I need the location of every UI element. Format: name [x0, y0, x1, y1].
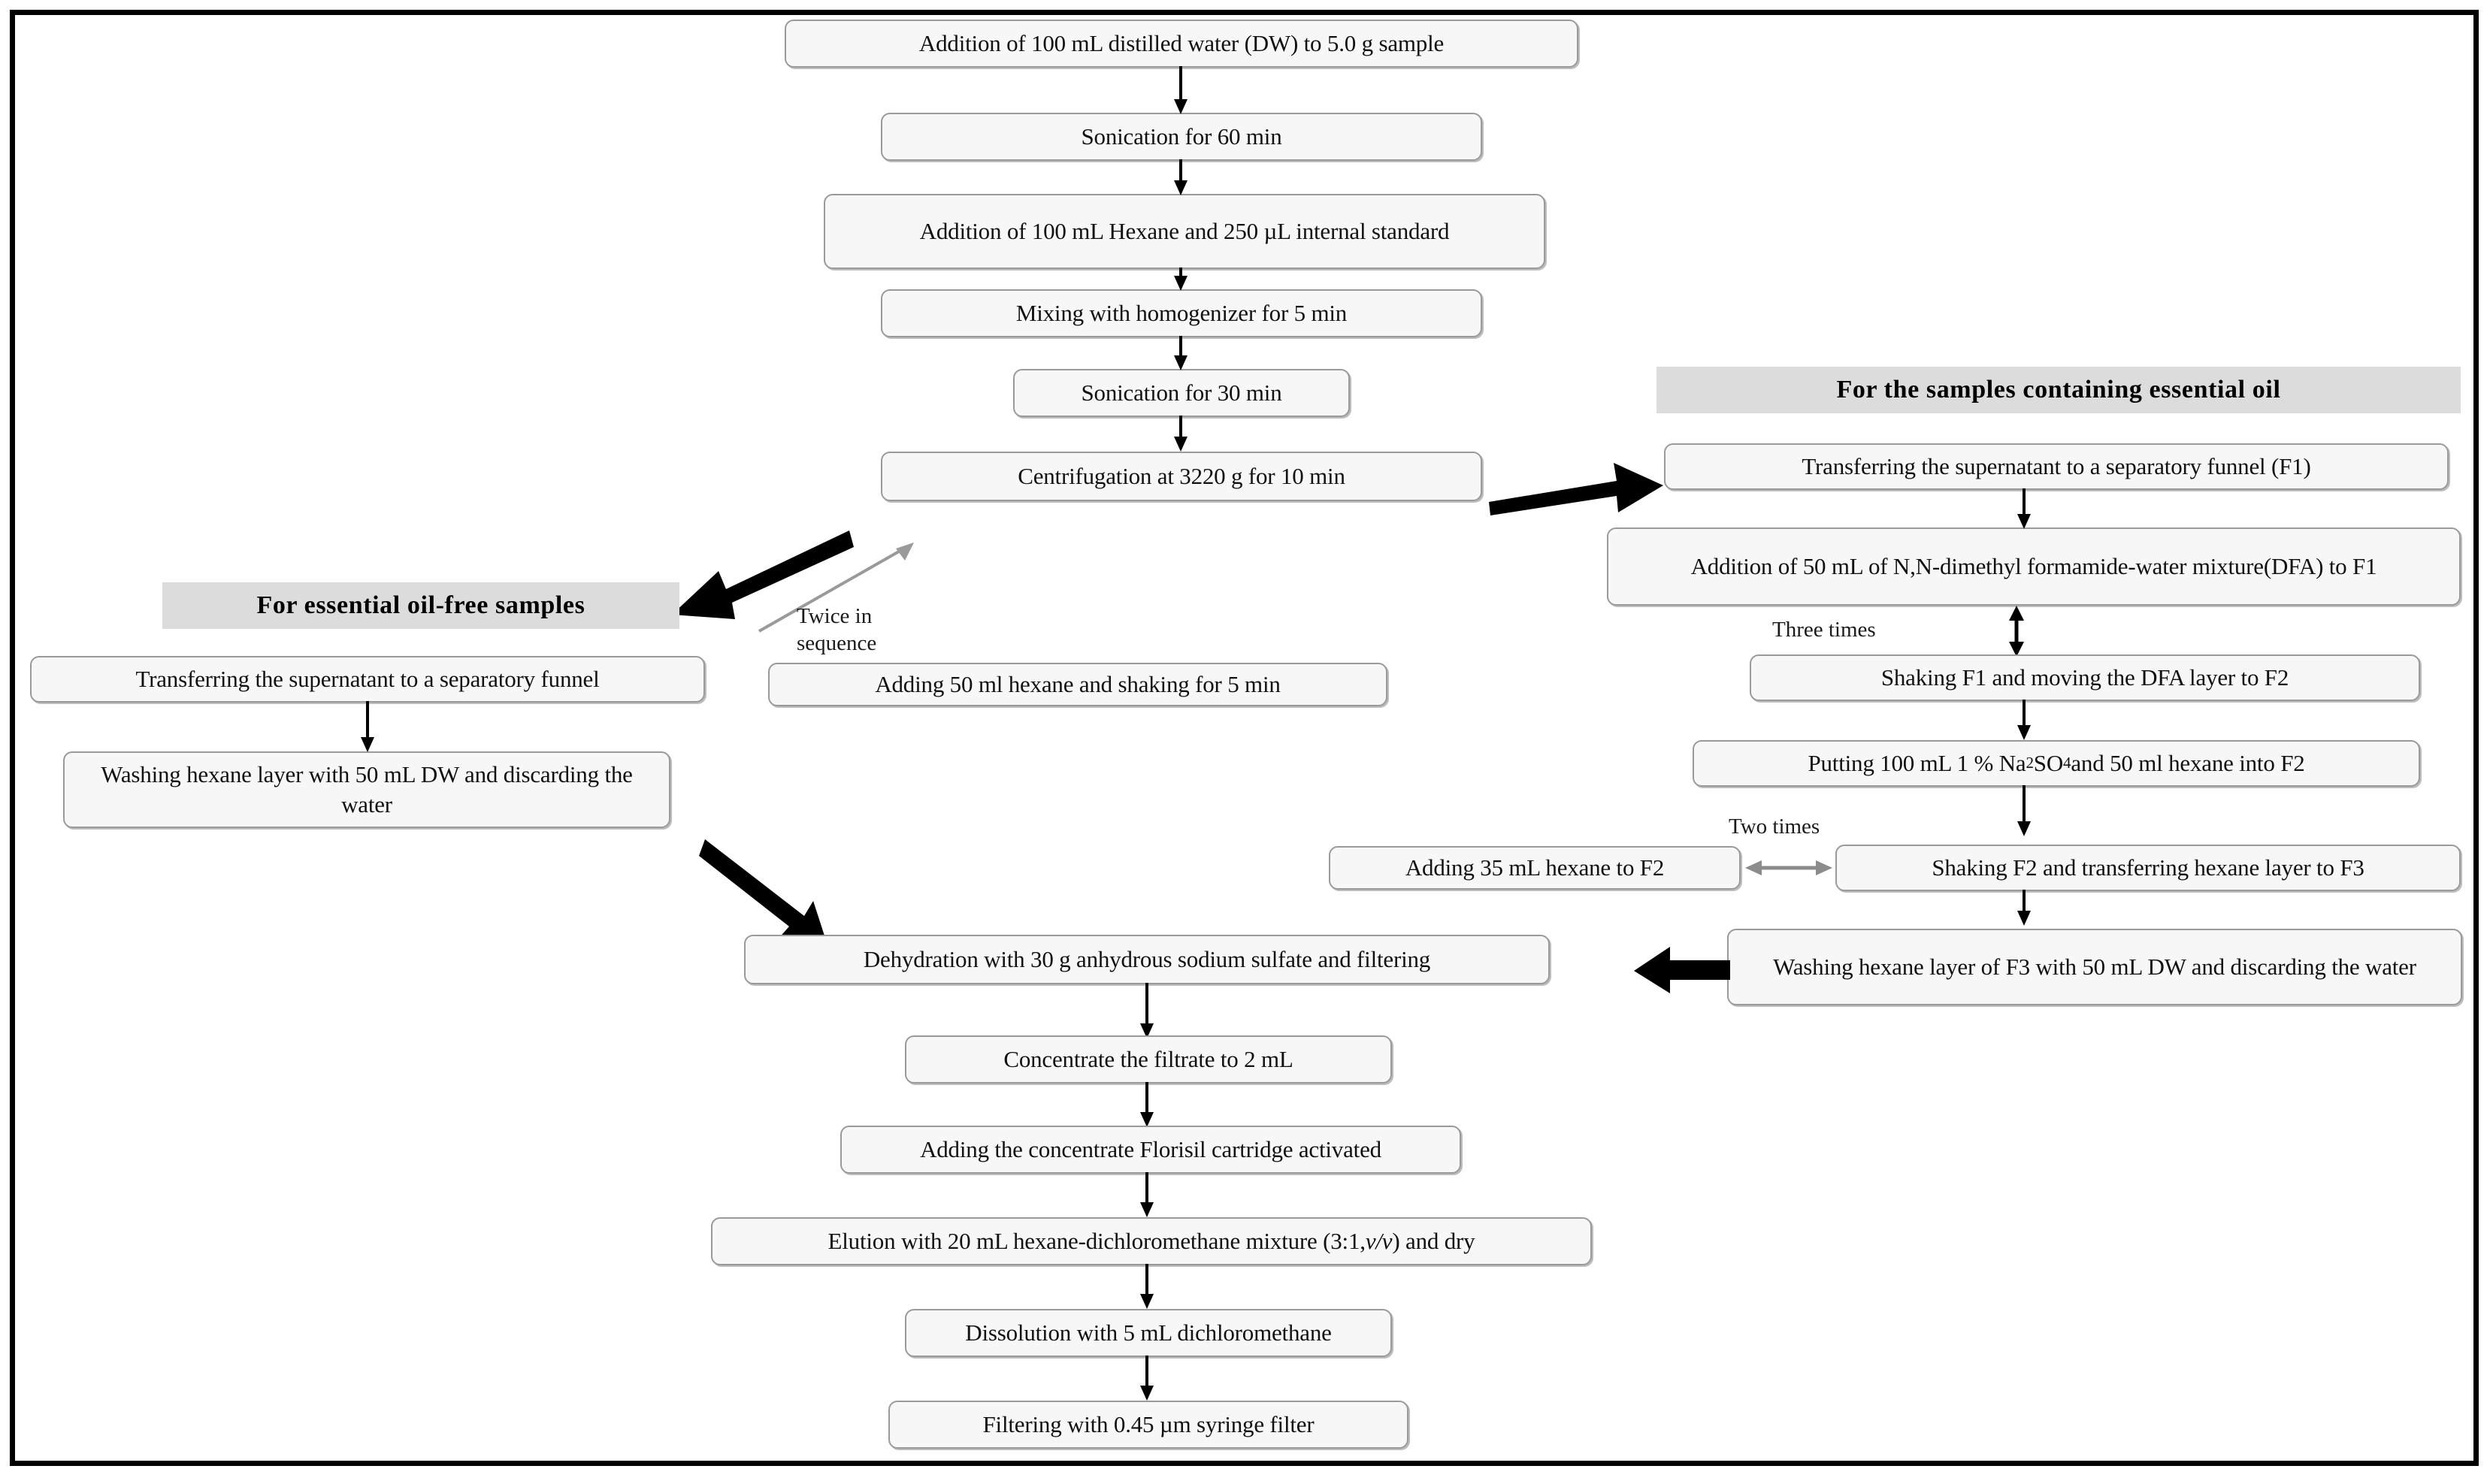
- step-transfer-f1: Transferring the supernatant to a separa…: [1664, 443, 2449, 490]
- arrow-elution-to-dissolution: [1137, 1264, 1157, 1310]
- thick-arrow-left-to-dehydration: [699, 823, 872, 973]
- step-wash-hexane: Washing hexane layer with 50 mL DW and d…: [63, 751, 670, 828]
- step-dehydration: Dehydration with 30 g anhydrous sodium s…: [744, 935, 1550, 984]
- step-add-hexane-shake: Adding 50 ml hexane and shaking for 5 mi…: [768, 663, 1387, 706]
- label-three-times: Three times: [1772, 618, 1876, 642]
- arrow-transfer-to-wash: [358, 701, 377, 754]
- loopback-line-twice-in-sequence: [737, 541, 924, 639]
- step-wash-f3: Washing hexane layer of F3 with 50 mL DW…: [1727, 929, 2462, 1005]
- step-florisil: Adding the concentrate Florisil cartridg…: [840, 1126, 1461, 1174]
- step-filtering: Filtering with 0.45 µm syringe filter: [888, 1401, 1408, 1449]
- step-homogenizer: Mixing with homogenizer for 5 min: [881, 289, 1482, 337]
- double-arrow-three-times: [2005, 606, 2028, 657]
- step-elution: Elution with 20 mL hexane-dichloromethan…: [711, 1217, 1592, 1265]
- step-centrifuge: Centrifugation at 3220 g for 10 min: [881, 452, 1482, 501]
- arrow-f1-to-dfa: [2014, 488, 2034, 530]
- label-twice-in-sequence: Twice in sequence: [797, 604, 877, 656]
- label-two-times: Two times: [1729, 815, 1820, 839]
- thick-arrow-to-left-branch: [645, 526, 855, 631]
- thick-arrow-right-to-dehydration: [1631, 945, 1736, 998]
- step-add-35ml-hexane: Adding 35 mL hexane to F2: [1329, 846, 1741, 890]
- diagram-frame: Addition of 100 mL distilled water (DW) …: [10, 10, 2479, 1466]
- double-arrow-two-times: [1745, 855, 1832, 881]
- step-sonication60: Sonication for 60 min: [881, 113, 1482, 161]
- step-shake-f1: Shaking F1 and moving the DFA layer to F…: [1750, 654, 2420, 701]
- step-add-dfa: Addition of 50 mL of N,N-dimethyl formam…: [1607, 527, 2461, 606]
- arrow-na2so4-to-shakef2: [2014, 785, 2034, 838]
- banner-essential-oil-free: For essential oil-free samples: [162, 582, 679, 629]
- step-dissolution: Dissolution with 5 mL dichloromethane: [905, 1309, 1392, 1357]
- step-shake-f2: Shaking F2 and transferring hexane layer…: [1835, 845, 2461, 891]
- arrow-concentrate-to-florisil: [1137, 1082, 1157, 1129]
- arrow-water-to-sonication60: [1171, 66, 1191, 116]
- step-sonication30: Sonication for 30 min: [1013, 369, 1350, 417]
- arrow-florisil-to-elution: [1137, 1172, 1157, 1219]
- arrow-sonication30-to-centrifuge: [1171, 416, 1191, 453]
- arrow-homogenizer-to-sonication30: [1171, 336, 1191, 372]
- arrow-hexane-to-homogenizer: [1171, 267, 1191, 292]
- arrow-dissolution-to-filtering: [1137, 1356, 1157, 1402]
- arrow-shakef2-to-washf3: [2014, 890, 2034, 927]
- banner-essential-oil-samples: For the samples containing essential oil: [1656, 367, 2461, 413]
- step-water: Addition of 100 mL distilled water (DW) …: [785, 20, 1578, 68]
- arrow-shakef1-to-na2so4: [2014, 700, 2034, 742]
- thick-arrow-to-right-branch: [1484, 451, 1672, 518]
- step-transfer-funnel: Transferring the supernatant to a separa…: [30, 656, 705, 703]
- arrow-sonication60-to-hexane: [1171, 159, 1191, 197]
- step-concentrate: Concentrate the filtrate to 2 mL: [905, 1035, 1392, 1084]
- step-hexane-is: Addition of 100 mL Hexane and 250 µL int…: [824, 194, 1545, 269]
- arrow-dehydration-to-concentrate: [1137, 983, 1157, 1040]
